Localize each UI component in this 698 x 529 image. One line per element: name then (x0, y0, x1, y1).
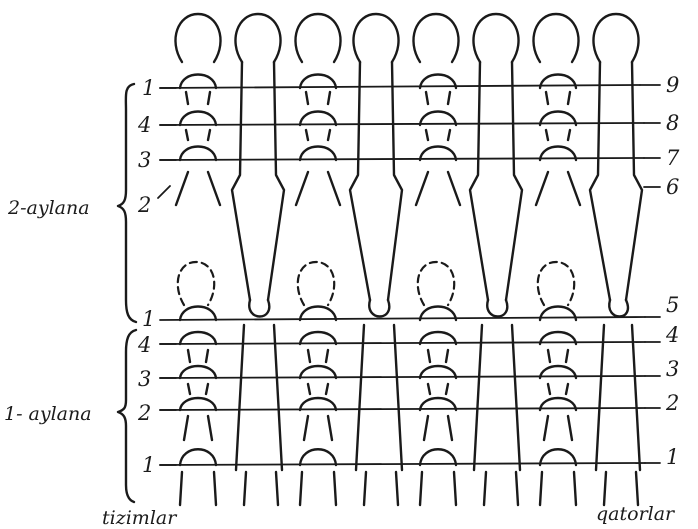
head-loop (592, 12, 640, 64)
head-loop (174, 12, 222, 64)
course-line-5 (159, 316, 646, 321)
head-loop (532, 12, 580, 64)
right-label: 7 (666, 146, 680, 170)
dashed-head-loop (536, 260, 576, 307)
right-ticks (639, 84, 661, 464)
wales-caption: tizimlar (102, 507, 178, 529)
brace-cycle1 (116, 328, 138, 504)
course-line-2 (159, 407, 646, 411)
right-label: 6 (666, 175, 679, 199)
course-line-3 (159, 375, 646, 379)
dashed-tuck-heads (176, 260, 576, 307)
left-row-labels: 1 4 3 2 1 4 3 2 1 (137, 76, 155, 477)
transition-strokes (174, 170, 582, 207)
right-label: 3 (666, 357, 679, 381)
right-label: 2 (665, 391, 679, 415)
left-ticks (157, 87, 177, 466)
dashed-head-loop (176, 260, 216, 307)
cycle1-label: 1- aylana (4, 403, 92, 425)
right-label: 8 (666, 111, 679, 135)
right-label: 4 (665, 323, 679, 347)
cycle2-label: 2-aylana (7, 197, 90, 219)
course-line-8 (159, 122, 645, 126)
left-label: 3 (138, 148, 151, 172)
left-label: 1 (142, 307, 155, 331)
dashed-head-loop (416, 260, 456, 307)
course-line-9 (159, 84, 641, 89)
right-label: 5 (666, 293, 679, 317)
left-label: 1 (142, 76, 155, 100)
left-label: 2 (137, 401, 151, 425)
brace-cycle2 (116, 82, 138, 324)
courses-caption: qatorlar (596, 503, 676, 525)
upper-interlock-arcs (178, 73, 578, 162)
right-label: 1 (666, 445, 679, 469)
head-loop (472, 12, 520, 64)
head-loop (294, 12, 342, 64)
right-label: 9 (666, 73, 679, 97)
left-label: 1 (142, 453, 155, 477)
left-label: 4 (137, 333, 151, 357)
head-loop (352, 12, 400, 64)
lower-interlock-arcs (178, 305, 640, 507)
left-label: 4 (137, 113, 151, 137)
head-loop (234, 12, 282, 64)
course-line-7 (159, 157, 645, 161)
left-label: 3 (138, 367, 151, 391)
long-stitches (230, 60, 644, 472)
right-row-labels: 9 8 7 6 5 4 3 2 1 (665, 73, 680, 469)
left-label: 2 (137, 193, 151, 217)
course-line-4 (159, 341, 646, 345)
head-loop (412, 12, 460, 64)
left-braces (116, 82, 138, 504)
top-head-loops (174, 12, 640, 64)
dashed-head-loop (296, 260, 336, 307)
